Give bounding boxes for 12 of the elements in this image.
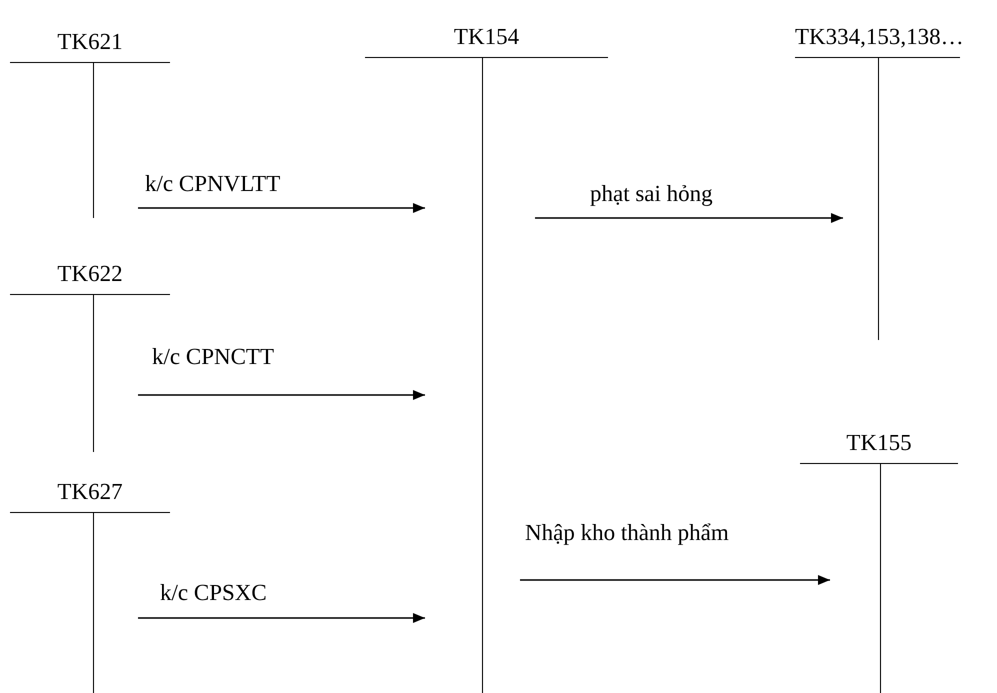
arrow xyxy=(138,390,425,400)
account-label: TK627 xyxy=(56,478,124,506)
t-account xyxy=(800,436,958,693)
arrow xyxy=(520,575,830,585)
arrow xyxy=(535,213,843,223)
arrow xyxy=(138,613,425,623)
account-label: TK622 xyxy=(56,260,124,288)
account-label: TK621 xyxy=(56,28,124,56)
account-label: TK155 xyxy=(845,429,913,457)
account-label: TK334,153,138… xyxy=(795,23,960,51)
account-label: TK154 xyxy=(452,23,520,51)
arrow xyxy=(138,203,425,213)
